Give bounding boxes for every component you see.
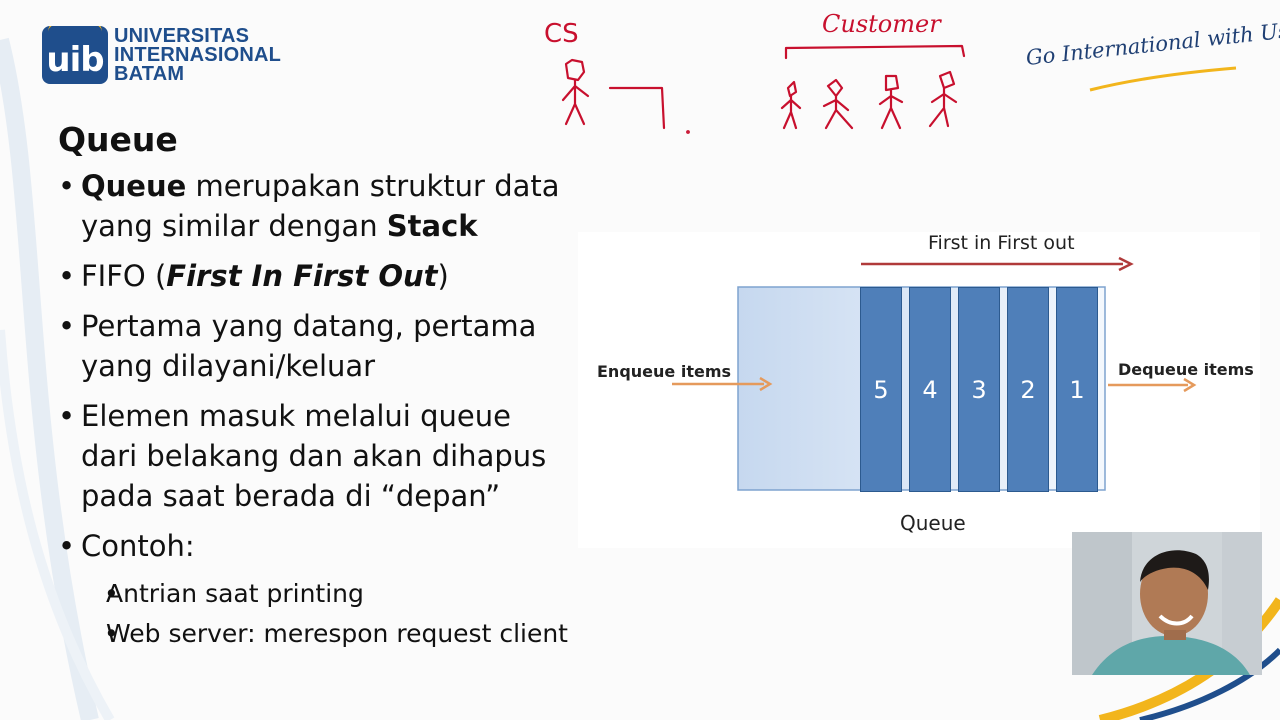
cs-figure-head	[564, 58, 586, 82]
bullet-item: • Queue merupakan struktur data yang sim…	[58, 166, 568, 246]
bullet-text-part: Elemen masuk melalui queue dari belakang…	[81, 399, 547, 513]
bullet-dot: •	[104, 579, 119, 608]
bullet-text-part: FIFO (	[81, 259, 167, 293]
customer-figure	[822, 78, 854, 130]
webcam-video[interactable]	[1072, 532, 1262, 675]
logo-name-line: BATAM	[114, 62, 185, 85]
bullet-item: • Elemen masuk melalui queue dari belaka…	[58, 396, 568, 516]
customer-figure	[878, 74, 904, 130]
dequeue-arrow	[1108, 377, 1197, 393]
slide-title: Queue	[58, 120, 178, 159]
presenter-video-frame	[1072, 532, 1262, 675]
queue-cell: 2	[1007, 287, 1049, 492]
customer-annotation-label: Customer	[822, 10, 942, 38]
sub-bullet-text: Antrian saat printing	[106, 579, 364, 608]
bullet-item: • FIFO (First In First Out)	[58, 256, 568, 296]
queue-cell: 5	[860, 287, 902, 492]
bullet-dot: •	[58, 259, 76, 293]
sub-bullet-item: • Web server: merespon request client	[58, 616, 568, 652]
bullet-text-part: Queue	[81, 169, 187, 203]
cs-annotation-label: CS	[544, 19, 579, 49]
fifo-arrow	[861, 256, 1134, 272]
customer-brace	[784, 44, 966, 60]
customer-figure	[780, 80, 802, 130]
sub-bullet-item: • Antrian saat printing	[58, 576, 568, 612]
sub-bullet-text: Web server: merespon request client	[106, 619, 568, 648]
bullet-dot: •	[58, 169, 76, 203]
bullet-text-part: merupakan struktur data yang similar den…	[81, 169, 560, 243]
queue-cell: 3	[958, 287, 1000, 492]
logo-name-line: UNIVERSITAS	[114, 24, 250, 47]
bullet-text-part: Stack	[386, 209, 478, 243]
queue-cell: 1	[1056, 287, 1098, 492]
bullet-text-part: Contoh:	[81, 529, 195, 563]
logo-name-line: INTERNASIONAL	[114, 43, 282, 66]
presenter-face	[1140, 552, 1208, 636]
queue-cell: 4	[909, 287, 951, 492]
bullet-text-part: First In First Out	[166, 259, 438, 293]
bullet-list: • Queue merupakan struktur data yang sim…	[58, 166, 568, 656]
presenter-hair	[1140, 550, 1209, 590]
enqueue-arrow	[672, 376, 773, 392]
logo-emblem-text: uib	[46, 40, 104, 80]
university-logo: uib UNIVERSITAS INTERNASIONAL BATAM	[42, 26, 281, 84]
tagline-swoosh	[1089, 66, 1237, 92]
fifo-label: First in First out	[928, 232, 1075, 254]
bullet-item: • Pertama yang datang, pertama yang dila…	[58, 306, 568, 386]
bullet-dot: •	[58, 529, 76, 563]
queue-diagram: First in First out Enqueue items Dequeue…	[578, 232, 1260, 548]
customer-figure	[928, 70, 958, 128]
presenter-shirt	[1092, 636, 1250, 675]
bullet-item: • Contoh:	[58, 526, 568, 566]
counter-line	[608, 86, 666, 130]
logo-emblem: uib	[42, 26, 108, 84]
enqueue-label: Enqueue items	[597, 362, 732, 381]
queue-caption: Queue	[900, 511, 966, 535]
bullet-dot: •	[104, 619, 119, 648]
bullet-dot: •	[58, 309, 76, 343]
bullet-text-part: )	[437, 259, 449, 293]
dequeue-label: Dequeue items	[1118, 360, 1254, 379]
cs-figure-body	[561, 78, 590, 126]
bullet-text-part: Pertama yang datang, pertama yang dilaya…	[81, 309, 537, 383]
bullet-dot: •	[58, 399, 76, 433]
logo-name: UNIVERSITAS INTERNASIONAL BATAM	[114, 24, 282, 85]
